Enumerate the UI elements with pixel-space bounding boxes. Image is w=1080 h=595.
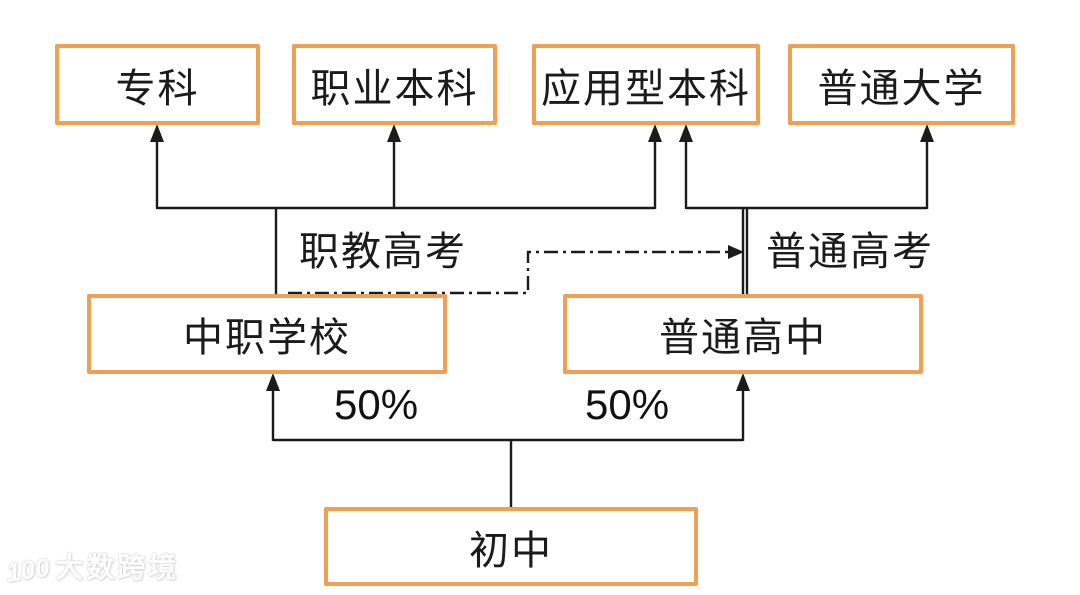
node-zhongzhi-xuexiao: 中职学校	[87, 294, 447, 374]
node-yingyongxing-benke-label: 应用型本科	[541, 65, 751, 111]
node-putong-gaozhong-label: 普通高中	[659, 315, 827, 360]
node-zhiyebenke: 职业本科	[292, 44, 497, 125]
arrowhead-yingyongbenke-right	[679, 124, 693, 142]
arrowhead-gaozhong	[736, 373, 750, 391]
label-right-percent: 50%	[585, 381, 670, 428]
arrowhead-crossover	[728, 245, 744, 259]
watermark-text: 大数跨境	[55, 552, 180, 583]
node-zhongzhi-xuexiao-label: 中职学校	[183, 315, 351, 360]
watermark: 100 大数跨境	[4, 551, 180, 588]
label-vocational-exam: 职教高考	[299, 229, 467, 274]
arrowhead-zhiyebenke	[387, 124, 401, 142]
node-putong-gaozhong: 普通高中	[563, 294, 923, 374]
node-chuzhong-label: 初中	[469, 527, 553, 573]
node-zhiyebenke-label: 职业本科	[310, 65, 479, 111]
label-left-percent: 50%	[334, 381, 419, 428]
node-zhuanke: 专科	[55, 44, 260, 125]
node-yingyongxing-benke: 应用型本科	[532, 44, 760, 125]
node-putong-daxue-label: 普通大学	[817, 65, 986, 111]
arrowhead-putongdaxue	[920, 124, 934, 142]
node-chuzhong: 初中	[324, 507, 698, 586]
node-zhuanke-label: 专科	[115, 65, 200, 111]
arrowhead-zhuanke	[150, 124, 164, 142]
label-general-exam: 普通高考	[766, 229, 934, 274]
watermark-logo-icon: 100	[4, 552, 52, 588]
node-putong-daxue: 普通大学	[788, 44, 1015, 125]
arrowhead-yingyongbenke-left	[648, 124, 662, 142]
arrowhead-zhongzhi	[266, 373, 280, 391]
